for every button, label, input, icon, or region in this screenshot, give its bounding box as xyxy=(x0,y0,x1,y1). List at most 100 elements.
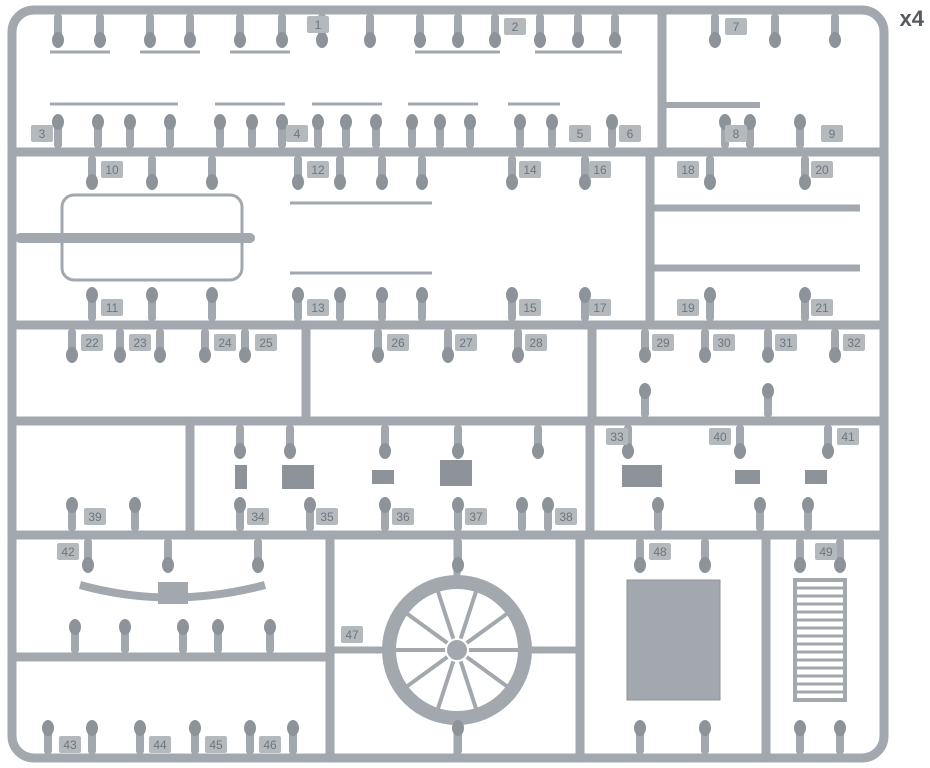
gate-knob xyxy=(464,114,476,130)
quantity-label: x4 xyxy=(899,6,924,31)
part-label-tab xyxy=(821,125,843,142)
gate-knob xyxy=(234,443,246,459)
part-number-label: 1 xyxy=(315,18,322,32)
gate-knob xyxy=(287,720,299,736)
part-label-tab xyxy=(149,736,171,753)
part-number-label: 33 xyxy=(610,430,624,444)
gate-knob xyxy=(452,557,464,573)
gate-knob xyxy=(512,347,524,363)
gate-knob xyxy=(86,287,98,303)
part-label-tab xyxy=(677,299,699,316)
gate-knob xyxy=(834,557,846,573)
gate-knob xyxy=(379,497,391,513)
part-number-label: 17 xyxy=(593,301,607,315)
part-label-tab xyxy=(455,334,477,351)
part-number-label: 38 xyxy=(559,510,573,524)
gate-knob xyxy=(634,557,646,573)
part-label-tab xyxy=(811,299,833,316)
gate-knob xyxy=(52,32,64,48)
part-label-tab xyxy=(57,543,79,560)
small-part xyxy=(440,460,472,486)
gate-knob xyxy=(622,443,634,459)
gate-knob xyxy=(834,720,846,736)
part-number-label: 26 xyxy=(391,336,405,350)
part-number-label: 30 xyxy=(717,336,731,350)
gate-knob xyxy=(452,443,464,459)
gate-knob xyxy=(546,114,558,130)
gate-knob xyxy=(514,114,526,130)
gate-knob xyxy=(822,443,834,459)
gate-knob xyxy=(829,32,841,48)
grille-part xyxy=(793,578,847,702)
gate-knob xyxy=(334,287,346,303)
gate-knob xyxy=(86,174,98,190)
part-number-label: 37 xyxy=(469,510,483,524)
gate-knob xyxy=(66,347,78,363)
gate-knob xyxy=(452,720,464,736)
part-number-label: 13 xyxy=(311,301,325,315)
gate-knob xyxy=(162,557,174,573)
gate-knob xyxy=(340,114,352,130)
gate-knob xyxy=(709,32,721,48)
gate-knob xyxy=(416,174,428,190)
part-label-tab xyxy=(255,334,277,351)
part-number-label: 43 xyxy=(63,738,77,752)
gate-knob xyxy=(42,720,54,736)
gate-knob xyxy=(69,619,81,635)
gate-knob xyxy=(699,347,711,363)
part-number-label: 10 xyxy=(105,163,119,177)
part-label-tab xyxy=(725,18,747,35)
gate-knob xyxy=(94,32,106,48)
gate-knob xyxy=(276,32,288,48)
gate-knob xyxy=(312,114,324,130)
gate-knob xyxy=(82,557,94,573)
part-number-label: 46 xyxy=(263,738,277,752)
part-label-tab xyxy=(59,736,81,753)
gate-knob xyxy=(506,174,518,190)
gate-knob xyxy=(154,347,166,363)
part-label-tab xyxy=(247,508,269,525)
gate-knob xyxy=(246,114,258,130)
gate-knob xyxy=(754,497,766,513)
gate-knob xyxy=(762,383,774,399)
wheel-hub xyxy=(445,638,469,662)
part-label-tab xyxy=(677,161,699,178)
gate-knob xyxy=(416,287,428,303)
gate-knob xyxy=(379,443,391,459)
gate-knob xyxy=(124,114,136,130)
part-label-tab xyxy=(725,125,747,142)
part-number-label: 5 xyxy=(577,127,584,141)
gate-knob xyxy=(704,174,716,190)
gates xyxy=(42,14,846,754)
part-number-label: 16 xyxy=(593,163,607,177)
gate-knob xyxy=(372,347,384,363)
gate-knob xyxy=(639,383,651,399)
part-label-tab xyxy=(713,334,735,351)
small-part xyxy=(622,465,662,487)
small-part xyxy=(235,465,247,489)
outer-runner xyxy=(7,5,889,763)
gate-knob xyxy=(734,443,746,459)
frame-part xyxy=(60,193,244,282)
gate-knob xyxy=(252,557,264,573)
gate-knob xyxy=(376,287,388,303)
small-part xyxy=(282,465,314,489)
gate-knob xyxy=(794,114,806,130)
part-label-tab xyxy=(307,161,329,178)
part-label-tab xyxy=(843,334,865,351)
gate-knob xyxy=(239,347,251,363)
gate-knob xyxy=(66,497,78,513)
part-number-label: 40 xyxy=(713,430,727,444)
gate-knob xyxy=(199,347,211,363)
part-label-tab xyxy=(307,299,329,316)
gate-knob xyxy=(639,347,651,363)
gate-knob xyxy=(86,720,98,736)
gate-knob xyxy=(304,497,316,513)
gate-knob xyxy=(146,287,158,303)
part-label-tab xyxy=(129,334,151,351)
runners xyxy=(7,5,889,763)
part-number-label: 19 xyxy=(681,301,695,315)
part-number-label: 7 xyxy=(733,20,740,34)
part-number-label: 25 xyxy=(259,336,273,350)
